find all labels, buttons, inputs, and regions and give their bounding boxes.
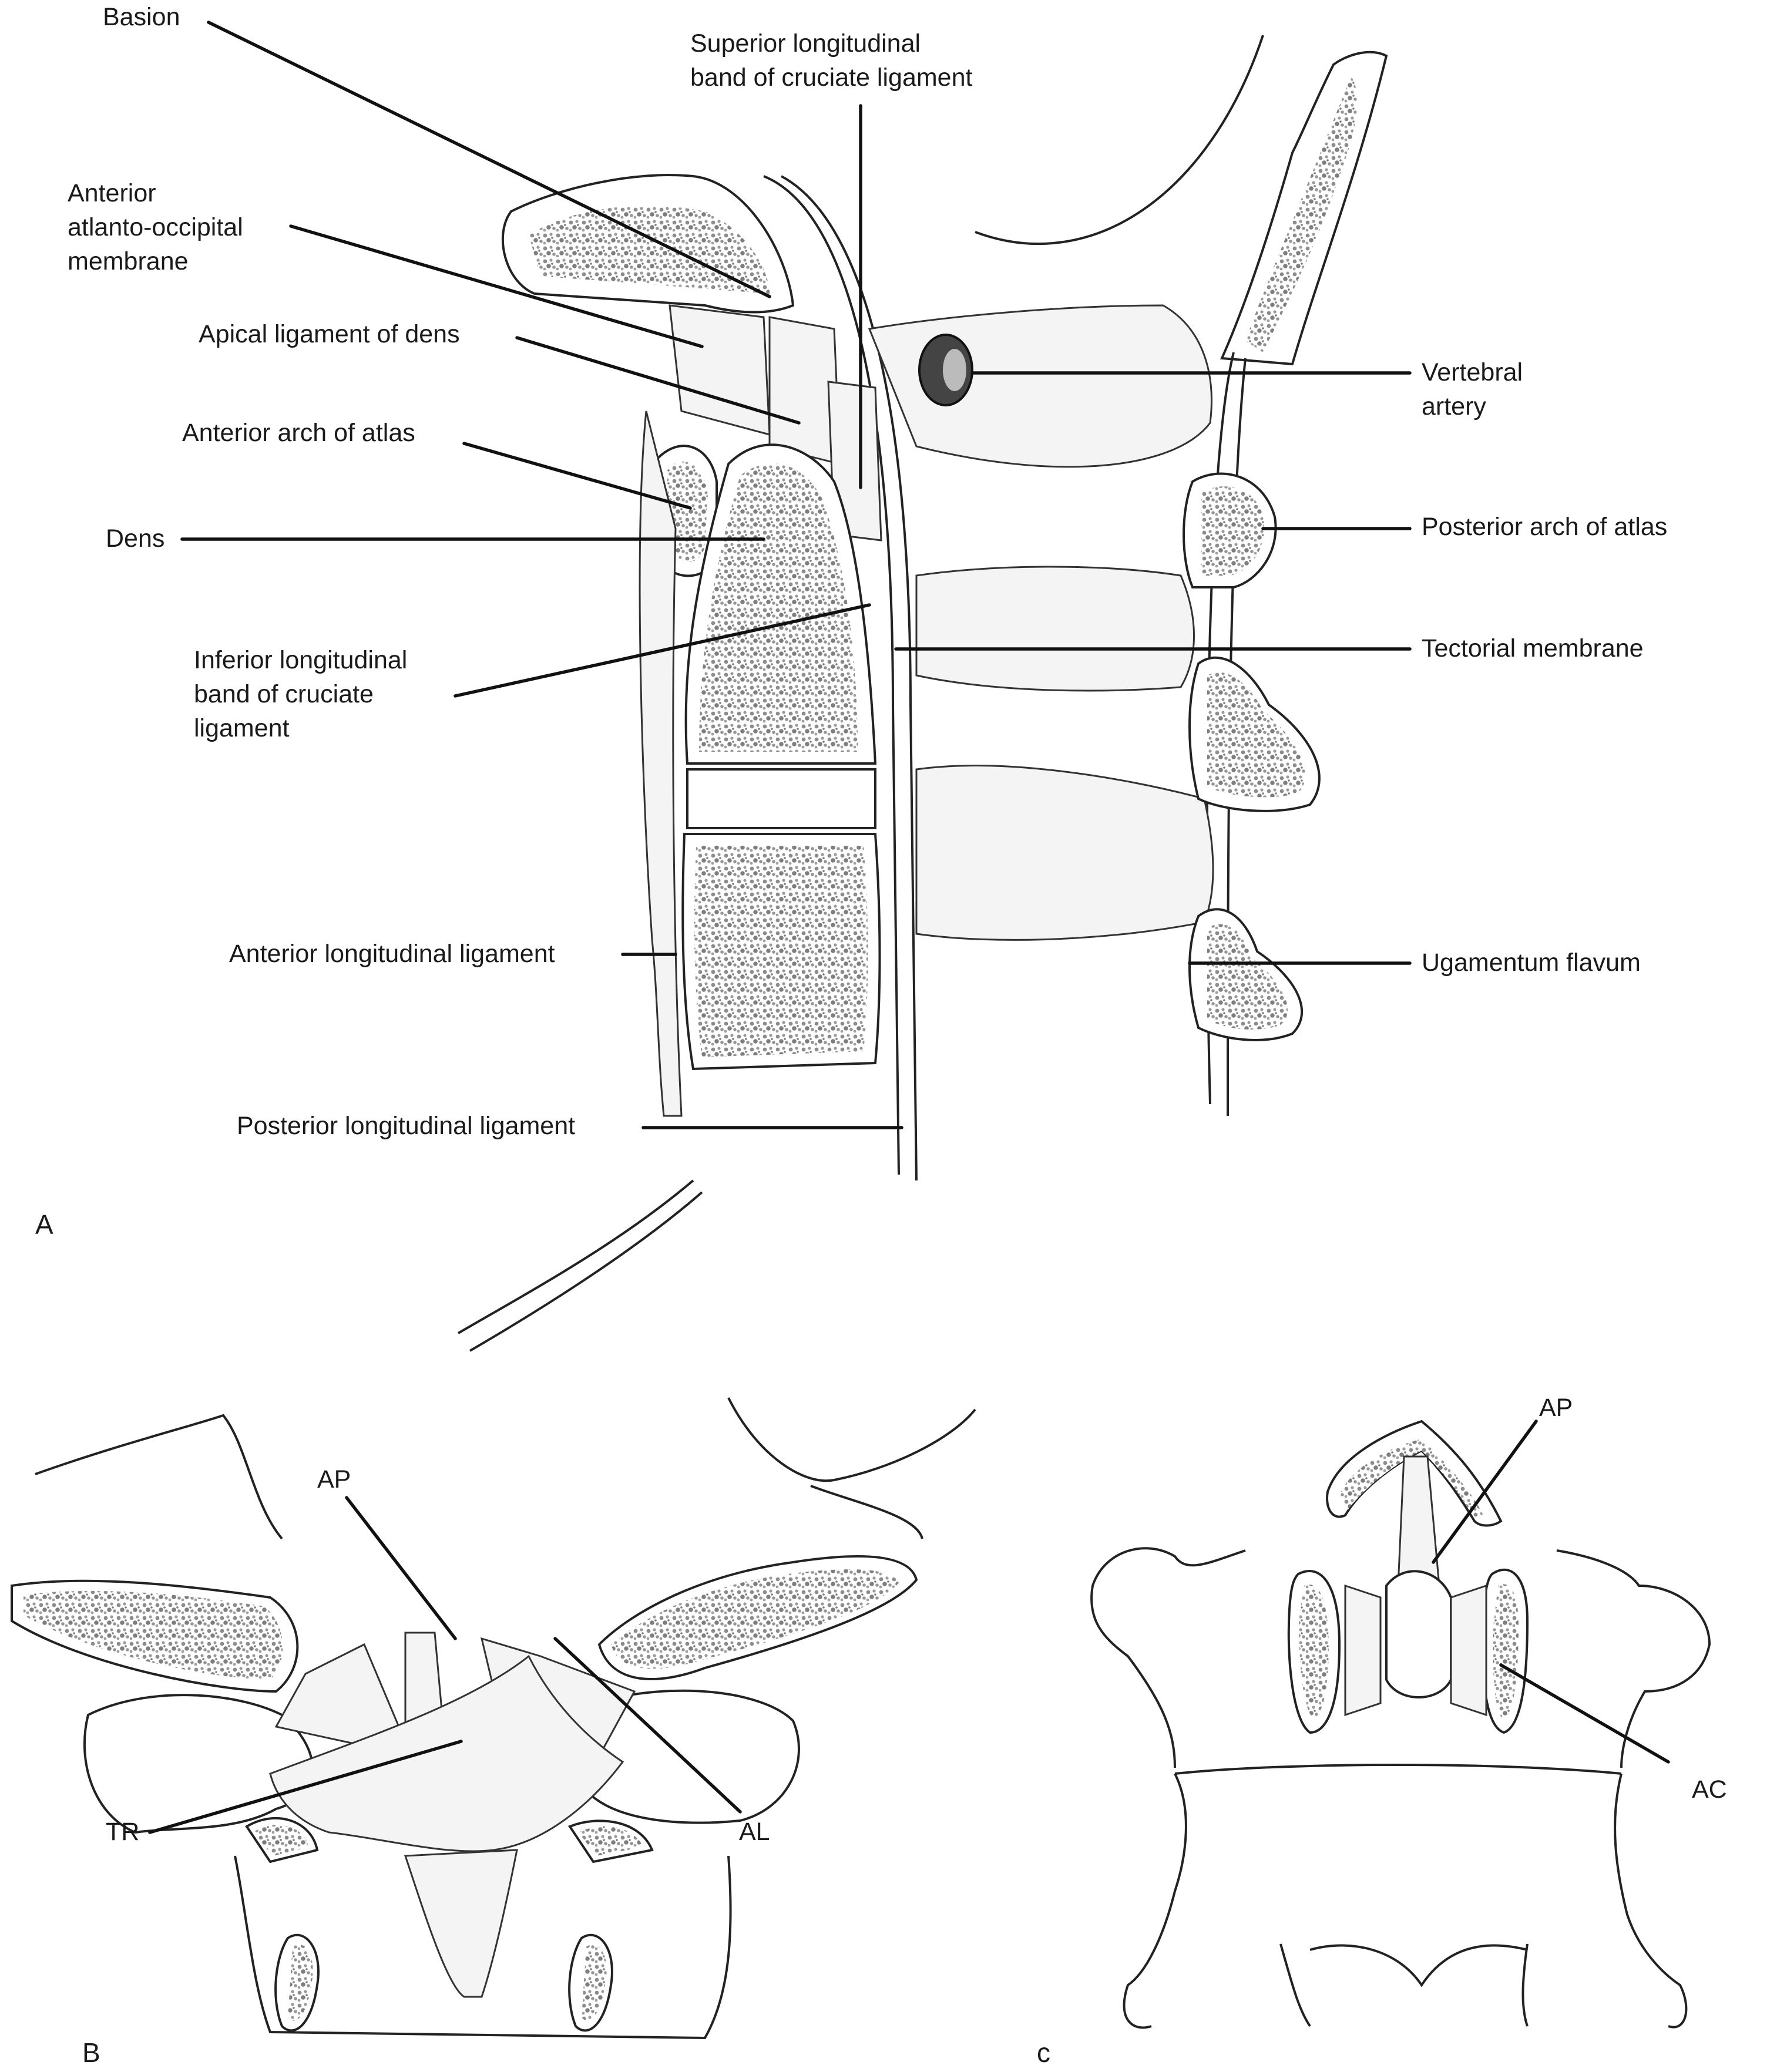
label-anterior-longitudinal-ligament: Anterior longitudinal ligament bbox=[229, 940, 555, 968]
panel-c-drawing bbox=[1090, 1420, 1711, 2029]
panel-a-drawing bbox=[502, 35, 1388, 1181]
label-c-ac: AC bbox=[1692, 1775, 1727, 1804]
label-anterior-arch-of-atlas: Anterior arch of atlas bbox=[182, 419, 415, 447]
label-posterior-longitudinal-ligament: Posterior longitudinal ligament bbox=[237, 1112, 576, 1140]
label-apical-ligament-of-dens: Apical ligament of dens bbox=[199, 320, 460, 348]
label-b-tr: TR bbox=[106, 1818, 140, 1846]
panel-b-drawing bbox=[11, 1179, 976, 2040]
label-tectorial-membrane: Tectorial membrane bbox=[1422, 634, 1644, 662]
label-inferior-longitudinal-band: Inferior longitudinal band of cruciate l… bbox=[194, 646, 408, 742]
panel-a-leader-lines bbox=[180, 21, 1412, 1129]
label-b-al: AL bbox=[739, 1818, 770, 1846]
label-c-ap: AP bbox=[1539, 1394, 1573, 1422]
panel-b-leader-lines bbox=[148, 1496, 742, 1834]
label-anterior-atlanto-occipital-membrane: Anterior atlanto-occipital membrane bbox=[68, 179, 243, 275]
label-ligamentum-flavum: Ugamentum flavum bbox=[1422, 948, 1641, 977]
panel-label-c: c bbox=[1037, 2037, 1050, 2068]
label-dens: Dens bbox=[106, 524, 165, 553]
panel-label-b: B bbox=[82, 2037, 100, 2068]
panel-label-a: A bbox=[35, 1209, 53, 1240]
label-basion: Basion bbox=[103, 3, 180, 31]
panel-c-leader-lines bbox=[1432, 1420, 1670, 1764]
label-superior-longitudinal-band: Superior longitudinal band of cruciate l… bbox=[690, 29, 973, 92]
label-b-ap: AP bbox=[317, 1465, 351, 1494]
label-posterior-arch-of-atlas: Posterior arch of atlas bbox=[1422, 513, 1668, 541]
label-vertebral-artery: Vertebral artery bbox=[1422, 358, 1523, 421]
